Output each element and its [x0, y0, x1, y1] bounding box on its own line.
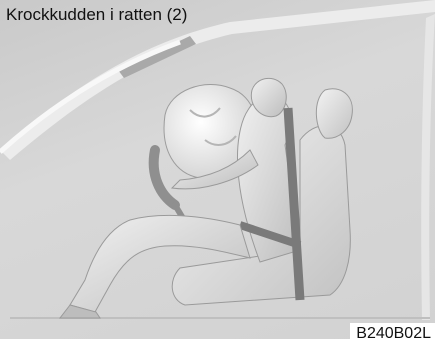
figure-caption: Krockkudden i ratten (2): [6, 5, 187, 25]
headrest: [316, 89, 352, 139]
figure-code: B240B02L: [350, 323, 435, 339]
door-pillar: [421, 14, 435, 320]
roof-strip: [118, 36, 196, 78]
